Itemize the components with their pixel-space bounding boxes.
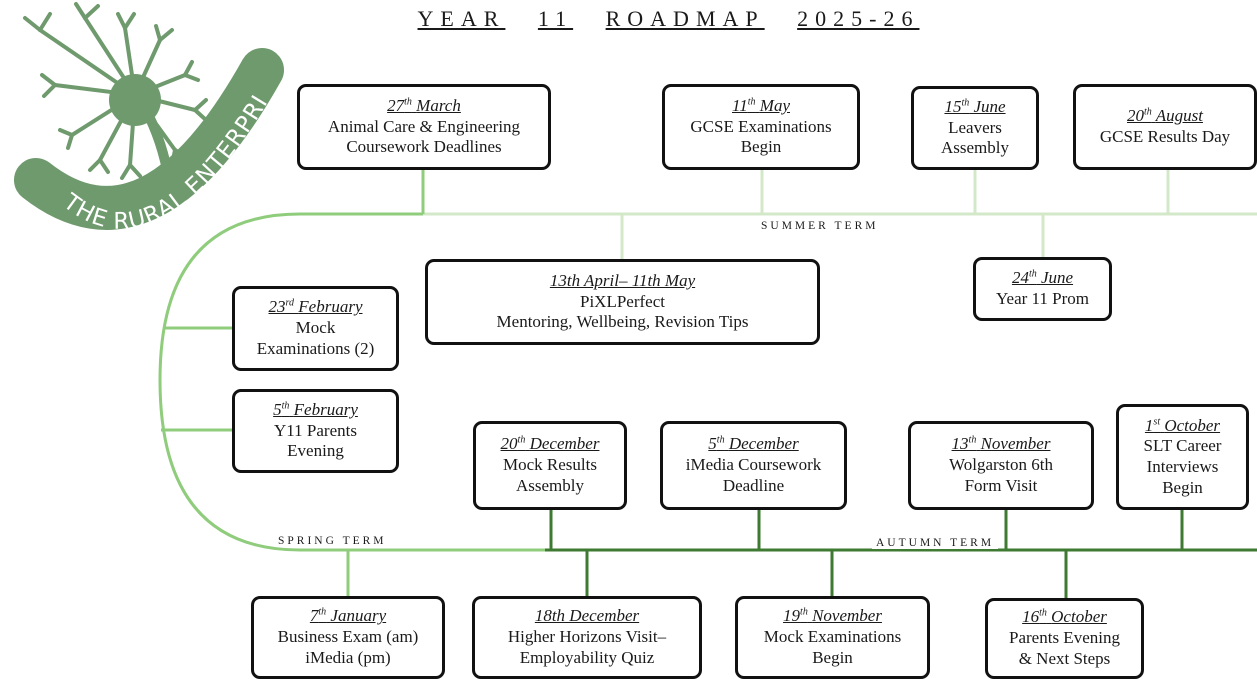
event-date: 16th October [1022, 607, 1107, 627]
event-line: Year 11 Prom [995, 289, 1090, 308]
event-date: 5th February [273, 399, 358, 419]
event-date: 20th December [500, 434, 600, 454]
event-card: 23rd February Mock Examinations (2) [232, 286, 399, 371]
academy-logo: THE RURAL ENTERPRISE ACADEMY [0, 0, 284, 235]
event-card: 18th December Higher Horizons Visit– Emp… [472, 596, 702, 679]
title-word-year: YEAR [417, 6, 506, 31]
page-title: YEAR 11 ROADMAP 2025-26 [0, 6, 1257, 32]
event-line: Assembly [516, 475, 584, 495]
event-line: Leavers [948, 117, 1002, 137]
event-line: PiXLPerfect [580, 291, 665, 311]
event-date: 11th May [732, 95, 790, 115]
event-line: Coursework Deadlines [346, 137, 502, 157]
event-line: & Next Steps [1018, 648, 1111, 668]
title-word-years: 2025-26 [797, 6, 920, 31]
event-line: Mock Examinations [763, 627, 902, 647]
event-card: 27th March Animal Care & Engineering Cou… [297, 84, 551, 170]
event-card: 7th January Business Exam (am) iMedia (p… [251, 596, 445, 679]
event-line: Form Visit [964, 475, 1038, 495]
event-line: Animal Care & Engineering [327, 116, 521, 136]
event-line: Begin [740, 137, 782, 157]
event-line: iMedia (pm) [305, 647, 391, 667]
event-line: GCSE Results Day [1099, 127, 1231, 146]
title-word-roadmap: ROADMAP [605, 6, 765, 31]
event-date: 19th November [783, 606, 882, 626]
spring-term-line [158, 212, 545, 552]
event-line: iMedia Coursework [685, 455, 822, 475]
event-date: 5th December [708, 434, 799, 454]
event-card: 11th May GCSE Examinations Begin [662, 84, 860, 170]
title-word-number: 11 [537, 6, 574, 31]
event-line: Parents Evening [1009, 628, 1120, 648]
event-date: 23rd February [268, 297, 363, 317]
event-date: 13th April– 11th May [549, 270, 696, 290]
event-card: 20th August GCSE Results Day [1073, 84, 1257, 170]
event-line: Interviews [1146, 457, 1219, 476]
event-card: 19th November Mock Examinations Begin [735, 596, 930, 679]
event-line: Mentoring, Wellbeing, Revision Tips [496, 312, 749, 332]
event-line: Wolgarston 6th [949, 455, 1053, 475]
event-date: 27th March [387, 95, 461, 115]
event-date: 1st October [1144, 415, 1221, 435]
event-line: Deadline [722, 475, 785, 495]
event-card: 1st October SLT Career Interviews Begin [1116, 404, 1249, 510]
event-line: Evening [287, 441, 344, 461]
event-card: 24th June Year 11 Prom [973, 257, 1112, 321]
event-card: 16th October Parents Evening & Next Step… [985, 598, 1144, 679]
event-date: 18th December [534, 606, 640, 626]
event-card: 20th December Mock Results Assembly [473, 421, 627, 510]
event-card: 13th April– 11th May PiXLPerfect Mentori… [425, 259, 820, 345]
event-line: Business Exam (am) [277, 627, 419, 647]
event-date: 7th January [309, 606, 387, 626]
event-line: Y11 Parents [274, 420, 357, 440]
event-line: Higher Horizons Visit– [507, 627, 667, 647]
event-line: SLT Career [1143, 436, 1222, 456]
event-card: 13th November Wolgarston 6th Form Visit [908, 421, 1094, 510]
event-line: Mock [295, 318, 336, 338]
event-card: 5th February Y11 Parents Evening [232, 389, 399, 473]
event-date: 20th August [1127, 106, 1203, 126]
event-line: Examinations (2) [256, 338, 375, 358]
event-date: 15th June [944, 96, 1006, 116]
summer-term-label: SUMMER TERM [757, 220, 883, 232]
event-card: 15th June Leavers Assembly [911, 86, 1039, 170]
event-line: GCSE Examinations [690, 116, 832, 136]
event-date: 24th June [1011, 268, 1074, 288]
event-line: Mock Results [503, 455, 597, 475]
autumn-term-label: AUTUMN TERM [872, 537, 999, 549]
spring-term-label: SPRING TERM [274, 535, 391, 547]
event-line: Begin [812, 647, 853, 667]
event-line: Begin [1162, 477, 1203, 497]
event-date: 13th November [951, 434, 1051, 454]
event-card: 5th December iMedia Coursework Deadline [660, 421, 847, 510]
event-line: Assembly [941, 138, 1009, 158]
event-line: Employability Quiz [519, 647, 655, 667]
